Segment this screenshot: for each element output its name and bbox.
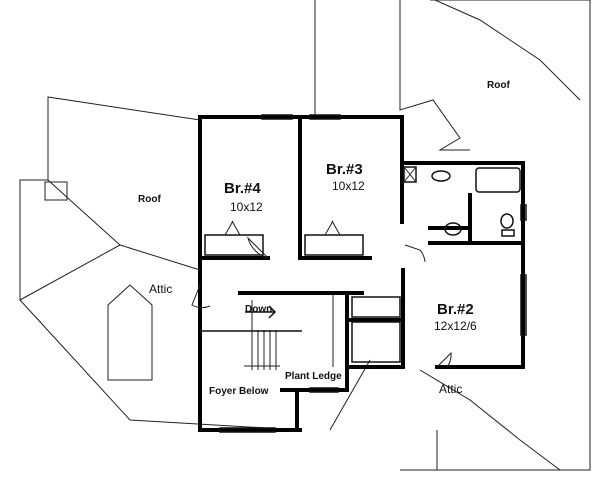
closet-rod: [204, 234, 264, 256]
sink-icon: [431, 170, 451, 182]
room-size-br3: 10x12: [332, 179, 365, 193]
toilet-icon: [500, 213, 514, 229]
plant-ledge-label: Plant Ledge: [285, 371, 342, 382]
room-name-br2: Br.#2: [437, 301, 474, 318]
room-name-br4: Br.#4: [224, 180, 261, 197]
roof-right-label: Roof: [487, 80, 510, 91]
closet-rod: [351, 321, 401, 363]
roof-outline: [19, 0, 591, 471]
room-name-br3: Br.#3: [326, 161, 363, 178]
walls: [198, 115, 525, 432]
attic-right-label: Attic: [439, 382, 462, 396]
foyer-below-label: Foyer Below: [209, 386, 269, 397]
attic-left-label: Attic: [149, 282, 172, 296]
room-size-br2: 12x12/6: [434, 319, 477, 333]
closet-rod: [351, 296, 401, 318]
closet-rod: [304, 234, 364, 256]
stair-down-label: Down: [245, 304, 272, 315]
fixtures: [191, 114, 527, 433]
sink-icon: [444, 222, 462, 236]
bathtub-icon: [475, 167, 521, 193]
room-size-br4: 10x12: [230, 200, 263, 214]
stair-arrow-icon: [245, 305, 277, 319]
linen-closet: [403, 166, 417, 183]
roof-left-label: Roof: [138, 194, 161, 205]
